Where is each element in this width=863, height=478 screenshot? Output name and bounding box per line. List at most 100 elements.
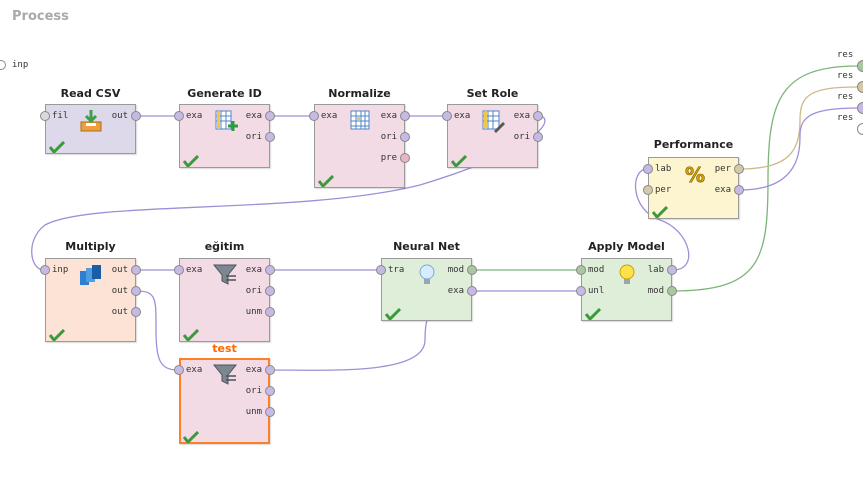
output-port-label: exa xyxy=(245,111,262,121)
output-port-mod[interactable] xyxy=(467,265,477,275)
status-check-icon xyxy=(182,152,200,169)
output-port-pre[interactable] xyxy=(400,153,410,163)
connection-applymodel-result[interactable] xyxy=(672,65,859,292)
output-port-label: exa xyxy=(513,111,530,121)
input-port-label: exa xyxy=(186,365,203,375)
input-port-exa[interactable] xyxy=(174,111,184,121)
output-port-label: ori xyxy=(380,132,397,142)
percent-icon: % xyxy=(680,161,708,188)
output-port-label: mod xyxy=(447,265,464,275)
input-port-exa[interactable] xyxy=(174,265,184,275)
output-port-exa[interactable] xyxy=(734,185,744,195)
svg-text:%: % xyxy=(685,163,705,187)
output-port-label: ori xyxy=(513,132,530,142)
result-port[interactable] xyxy=(857,102,863,114)
output-port-label: unm xyxy=(245,407,262,417)
connection-multiply-test[interactable] xyxy=(136,290,179,371)
output-port-label: pre xyxy=(380,153,397,163)
output-port-ori[interactable] xyxy=(265,132,275,142)
status-check-icon xyxy=(317,172,335,189)
output-port-lab[interactable] xyxy=(667,265,677,275)
output-port-label: out xyxy=(111,307,128,317)
result-port[interactable] xyxy=(857,81,863,93)
output-port-per[interactable] xyxy=(734,164,744,174)
input-port-label: per xyxy=(655,185,672,195)
output-port-ori[interactable] xyxy=(265,386,275,396)
operator-title-set_role: Set Role xyxy=(466,87,519,100)
operator-title-performance: Performance xyxy=(653,138,734,151)
output-port-out[interactable] xyxy=(131,286,141,296)
output-port-label: exa xyxy=(714,185,731,195)
operator-title-read_csv: Read CSV xyxy=(60,87,121,100)
result-port[interactable] xyxy=(857,60,863,72)
status-check-icon xyxy=(48,138,66,155)
connection-performance-result[interactable] xyxy=(739,86,859,170)
input-port-label: inp xyxy=(52,265,69,275)
input-port-label: unl xyxy=(588,286,605,296)
output-port-ori[interactable] xyxy=(400,132,410,142)
operator-performance[interactable] xyxy=(648,157,739,219)
input-port-label: exa xyxy=(186,265,203,275)
input-port-exa[interactable] xyxy=(442,111,452,121)
output-port-out[interactable] xyxy=(131,265,141,275)
output-port-ori[interactable] xyxy=(533,132,543,142)
input-port-mod[interactable] xyxy=(576,265,586,275)
input-port-label: fil xyxy=(52,111,69,121)
input-port-label: mod xyxy=(588,265,605,275)
result-port[interactable] xyxy=(857,123,863,135)
output-port-label: lab xyxy=(647,265,664,275)
input-port-tra[interactable] xyxy=(376,265,386,275)
bulb-on-icon xyxy=(613,262,641,288)
process-title: Process xyxy=(12,9,69,24)
output-port-out[interactable] xyxy=(131,307,141,317)
input-port-exa[interactable] xyxy=(174,365,184,375)
input-port-label: lab xyxy=(655,164,672,174)
table-edit-icon xyxy=(479,108,507,134)
output-port-label: unm xyxy=(245,307,262,317)
connection-performance-example-result[interactable] xyxy=(739,107,859,191)
connection-applymodel-performance[interactable] xyxy=(634,168,690,271)
output-port-unm[interactable] xyxy=(265,407,275,417)
output-port-label: out xyxy=(111,111,128,121)
input-port-per[interactable] xyxy=(643,185,653,195)
result-port-label: res xyxy=(837,113,854,123)
output-port-label: out xyxy=(111,286,128,296)
table-normalize-icon xyxy=(346,108,374,134)
input-port-unl[interactable] xyxy=(576,286,586,296)
input-port-label: exa xyxy=(454,111,471,121)
input-port-lab[interactable] xyxy=(643,164,653,174)
filter-icon xyxy=(211,362,239,388)
bulb-off-icon xyxy=(413,262,441,288)
output-port-exa[interactable] xyxy=(400,111,410,121)
output-port-label: ori xyxy=(245,386,262,396)
operator-title-apply_model: Apply Model xyxy=(588,240,665,253)
process-input-port[interactable] xyxy=(0,60,6,70)
output-port-exa[interactable] xyxy=(265,365,275,375)
status-check-icon xyxy=(450,152,468,169)
output-port-unm[interactable] xyxy=(265,307,275,317)
status-check-icon xyxy=(182,326,200,343)
output-port-exa[interactable] xyxy=(265,111,275,121)
output-port-exa[interactable] xyxy=(533,111,543,121)
output-port-mod[interactable] xyxy=(667,286,677,296)
input-port-label: exa xyxy=(321,111,338,121)
table-add-icon xyxy=(211,108,239,134)
operator-apply_model[interactable] xyxy=(581,258,672,321)
output-port-exa[interactable] xyxy=(467,286,477,296)
input-port-label: exa xyxy=(186,111,203,121)
output-port-label: mod xyxy=(647,286,664,296)
operator-title-test: test xyxy=(212,342,237,355)
input-port-fil[interactable] xyxy=(40,111,50,121)
input-port-label: tra xyxy=(388,265,405,275)
operator-title-multiply: Multiply xyxy=(65,240,116,253)
output-port-label: ori xyxy=(245,286,262,296)
output-port-out[interactable] xyxy=(131,111,141,121)
input-port-inp[interactable] xyxy=(40,265,50,275)
output-port-exa[interactable] xyxy=(265,265,275,275)
input-port-exa[interactable] xyxy=(309,111,319,121)
process-input-label: inp xyxy=(12,60,29,70)
operator-title-egitim: eğitim xyxy=(204,240,245,253)
status-check-icon xyxy=(584,305,602,322)
output-port-ori[interactable] xyxy=(265,286,275,296)
